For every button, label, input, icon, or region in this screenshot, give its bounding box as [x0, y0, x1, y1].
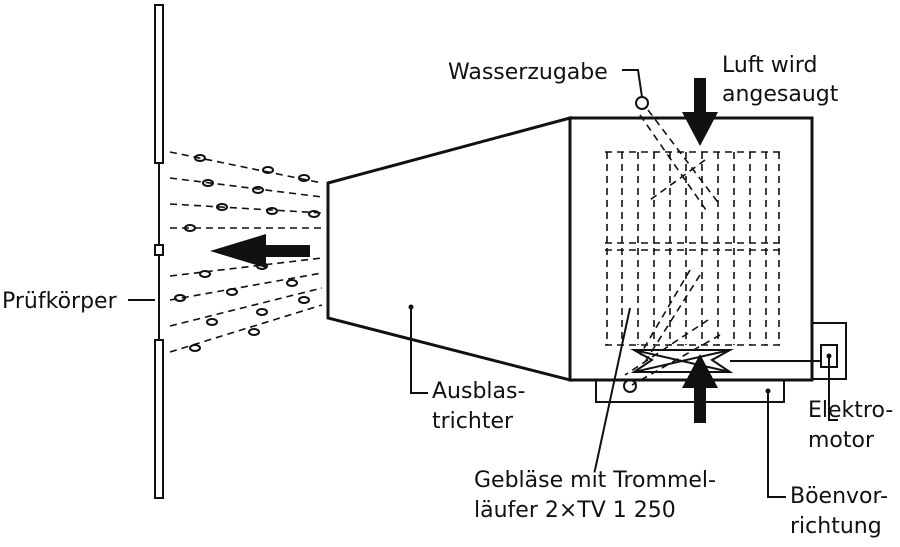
label-wasserzugabe: Wasserzugabe: [448, 60, 608, 85]
air-intake-arrow-bottom: [682, 354, 718, 423]
label-luft-line1: Luft wird: [722, 53, 818, 78]
label-luft-line2: angesaugt: [722, 82, 839, 107]
outlet-funnel: [326, 116, 572, 382]
lower-nozzle: [623, 379, 637, 393]
water-inlet-nozzle: [635, 96, 649, 110]
water-spray: [169, 151, 323, 353]
label-elektro-line2: motor: [808, 428, 875, 453]
air-intake-arrow-top: [682, 78, 718, 146]
label-elektro-line1: Elektro-: [808, 398, 893, 423]
label-pruefkoerper: Prüfkörper: [2, 289, 118, 314]
blower-housing: [568, 96, 814, 393]
gust-device-base: [595, 379, 785, 403]
label-ausblas-line1: Ausblas-: [432, 379, 525, 404]
gust-mechanism: [630, 349, 822, 373]
airflow-left-arrow: [210, 234, 310, 268]
label-boeen-line2: richtung: [790, 514, 882, 539]
drum-rotor: [605, 151, 782, 346]
leader-lines: [128, 69, 838, 498]
test-body-plate: [154, 4, 164, 499]
label-geblaese-line1: Gebläse mit Trommel-: [474, 468, 716, 493]
label-geblaese-line2: läufer 2×TV 1 250: [474, 498, 676, 523]
label-ausblas-line2: trichter: [432, 409, 514, 434]
label-boeen-line1: Böenvor-: [790, 484, 888, 509]
water-inlet-pipe: [624, 109, 721, 386]
